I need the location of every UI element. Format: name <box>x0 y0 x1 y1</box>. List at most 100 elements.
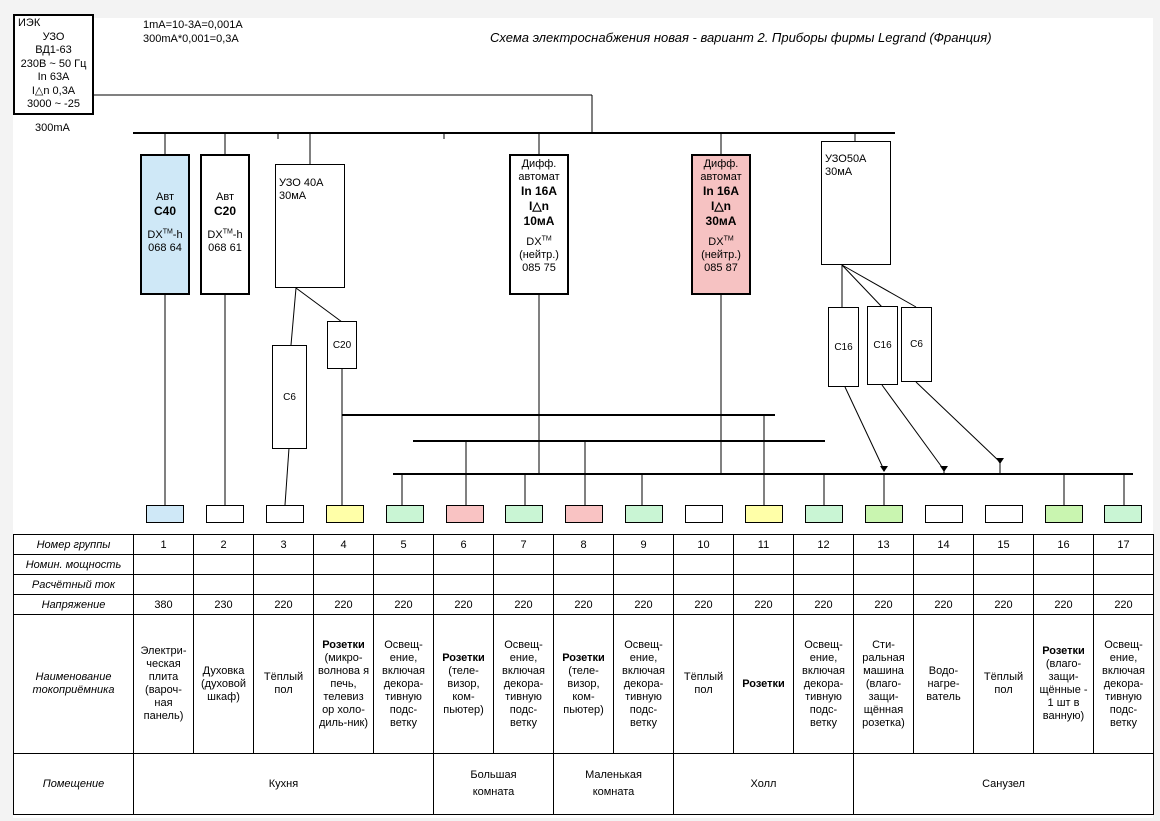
current-cell <box>553 574 614 595</box>
row-header-voltage: Напряжение <box>13 594 134 615</box>
group-terminal-4 <box>326 505 364 523</box>
power-cell <box>1033 554 1094 575</box>
current-cell <box>853 574 914 595</box>
room-cell: Холл <box>673 753 854 815</box>
consumer-cell: Водо-нагре-ватель <box>913 614 974 754</box>
consumer-cell: Розетки(микро-волнова я печь, телевиз ор… <box>313 614 374 754</box>
breaker-c40-code: 068 64 <box>148 242 182 254</box>
group-number: 4 <box>313 534 374 555</box>
consumer-cell: Розетки(теле-визор, ком-пьютер) <box>433 614 494 754</box>
voltage-cell: 220 <box>493 594 554 615</box>
group-number: 11 <box>733 534 794 555</box>
wiring-diagram <box>93 94 1133 506</box>
rcd-50a: УЗО50А 30мА <box>821 141 891 265</box>
rcbo-10ma-current: In 16A <box>520 184 557 198</box>
rcbo-10ma-leakage: 10мА <box>523 214 555 228</box>
consumer-description: Тёплый пол <box>983 671 1024 696</box>
breaker-c6-kitchen: C6 <box>272 345 307 449</box>
rcbo-30ma-code: 085 87 <box>704 262 738 274</box>
group-number: 17 <box>1093 534 1154 555</box>
breaker-c20-code: 068 61 <box>208 242 242 254</box>
consumer-bold-label: Розетки <box>322 638 365 651</box>
consumer-bold-label: Розетки <box>442 651 485 664</box>
current-cell <box>613 574 674 595</box>
group-terminal-13 <box>865 505 903 523</box>
rcbo-10ma: Дифф. автомат In 16A I△n 10мА DXTM (нейт… <box>509 154 569 295</box>
voltage-cell: 220 <box>433 594 494 615</box>
breaker-c40-rating: C40 <box>153 204 176 218</box>
consumer-description: Освещ-ение, включая декора-тивную подс-в… <box>1101 638 1145 729</box>
breaker-c20-rating: C20 <box>213 204 236 218</box>
group-number: 7 <box>493 534 554 555</box>
power-cell <box>253 554 314 575</box>
current-cell <box>133 574 194 595</box>
rcbo-30ma-series: DXTM <box>708 235 734 248</box>
rcbo-30ma-leakage: 30мА <box>705 214 737 228</box>
current-cell <box>373 574 434 595</box>
group-number: 3 <box>253 534 314 555</box>
current-cell <box>313 574 374 595</box>
table-row-consumer: Наименование токоприёмника Электри-ческа… <box>13 614 1154 754</box>
rcbo-30ma-label-1: Дифф. <box>703 158 739 170</box>
voltage-cell: 380 <box>133 594 194 615</box>
voltage-cell: 220 <box>913 594 974 615</box>
consumer-cell: Освещ-ение, включая декора-тивную подс-в… <box>613 614 674 754</box>
note-line-2: 300mA*0,001=0,3A <box>143 33 239 45</box>
group-number: 8 <box>553 534 614 555</box>
breaker-c20-label: Авт <box>216 191 234 203</box>
consumer-cell: Розетки <box>733 614 794 754</box>
current-cell <box>973 574 1034 595</box>
consumer-description: Освещ-ение, включая декора-тивную подс-в… <box>501 638 545 729</box>
consumer-description: Освещ-ение, включая декора-тивную подс-в… <box>621 638 665 729</box>
breaker-c20-kitchen: C20 <box>327 321 357 369</box>
current-cell <box>793 574 854 595</box>
power-cell <box>493 554 554 575</box>
room-cell: Кухня <box>133 753 434 815</box>
consumer-description: (микро-волнова я печь, телевиз ор холо-д… <box>317 651 370 729</box>
consumer-description: Духовка (духовой шкаф) <box>200 664 247 703</box>
current-cell <box>673 574 734 595</box>
room-cell: Большая комната <box>433 753 554 815</box>
consumer-cell: Освещ-ение, включая декора-тивную подс-в… <box>373 614 434 754</box>
power-cell <box>673 554 734 575</box>
rcbo-30ma: Дифф. автомат In 16A I△n 30мА DXTM (нейт… <box>691 154 751 295</box>
group-number: 10 <box>673 534 734 555</box>
room-cell: Санузел <box>853 753 1154 815</box>
voltage-cell: 220 <box>253 594 314 615</box>
consumer-description: (теле-визор, ком-пьютер) <box>443 664 484 716</box>
current-cell <box>1033 574 1094 595</box>
breaker-c16-washer: C16 <box>828 307 859 387</box>
current-cell <box>493 574 554 595</box>
breaker-c40-label: Авт <box>156 191 174 203</box>
consumer-description: (влаго-защи-щённые - 1 шт в ванную) <box>1039 658 1088 722</box>
main-rcd-type: УЗО <box>42 30 65 43</box>
power-cell <box>433 554 494 575</box>
rcbo-10ma-neutral: (нейтр.) <box>519 249 559 261</box>
current-cell <box>253 574 314 595</box>
consumer-cell: Тёплый пол <box>973 614 1034 754</box>
group-terminal-9 <box>625 505 663 523</box>
consumer-cell: Розетки(влаго-защи-щённые - 1 шт в ванну… <box>1033 614 1094 754</box>
group-number: 6 <box>433 534 494 555</box>
main-rcd-range: 3000 ~ -25 <box>27 98 80 110</box>
power-cell <box>793 554 854 575</box>
consumer-bold-label: Розетки <box>562 651 605 664</box>
group-terminal-8 <box>565 505 603 523</box>
voltage-cell: 220 <box>613 594 674 615</box>
breaker-c40-series: DXTM-h <box>147 228 183 241</box>
consumer-description: (теле-визор, ком-пьютер) <box>563 664 604 716</box>
group-number: 2 <box>193 534 254 555</box>
consumer-description: Освещ-ение, включая декора-тивную подс-в… <box>381 638 425 729</box>
group-terminal-1 <box>146 505 184 523</box>
table-row-current: Расчётный ток <box>13 574 1154 595</box>
breaker-c16-heater: C16 <box>867 306 898 385</box>
power-cell <box>853 554 914 575</box>
note-line-1: 1mA=10-3A=0,001A <box>143 19 243 31</box>
consumer-description: Тёплый пол <box>263 671 304 696</box>
group-terminal-11 <box>745 505 783 523</box>
current-cell <box>193 574 254 595</box>
consumer-description: Тёплый пол <box>683 671 724 696</box>
